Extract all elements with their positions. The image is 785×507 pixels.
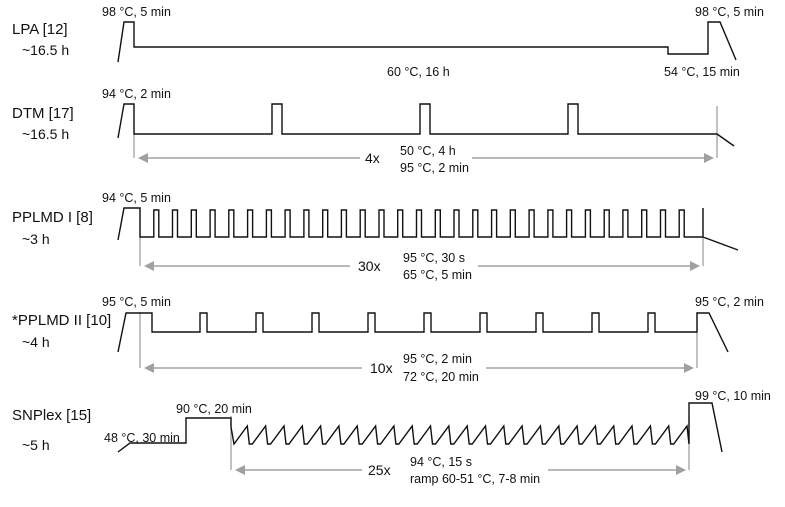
cycle-step-1: 94 °C, 15 s (410, 455, 472, 469)
protocol-pplmd-ii: *PPLMD II [10] ~4 h 95 °C, 5 min 95 °C, … (12, 295, 764, 384)
step-label-denature: 94 °C, 5 min (102, 191, 171, 205)
step-label-final-denature: 98 °C, 5 min (695, 5, 764, 19)
cycle-step-2: ramp 60-51 °C, 7-8 min (410, 472, 540, 486)
step-label-hold: 54 °C, 15 min (664, 65, 740, 79)
cycle-arrowhead-right (676, 465, 686, 475)
step-label-anneal: 48 °C, 30 min (104, 431, 180, 445)
cycle-arrowhead-left (144, 261, 154, 271)
protocol-duration: ~4 h (22, 334, 50, 350)
cycle-step-2: 72 °C, 20 min (403, 370, 479, 384)
step-label-final-denature: 95 °C, 2 min (695, 295, 764, 309)
cycle-arrowhead-right (704, 153, 714, 163)
cycle-arrowhead-left (138, 153, 148, 163)
protocol-name: *PPLMD II [10] (12, 312, 111, 329)
cycle-arrowhead-left (235, 465, 245, 475)
protocol-snplex: SNPlex [15] ~5 h 48 °C, 30 min 90 °C, 20… (12, 389, 771, 486)
cycle-step-2: 65 °C, 5 min (403, 268, 472, 282)
protocol-pplmd-i: PPLMD I [8] ~3 h 94 °C, 5 min 30x 95 °C,… (12, 191, 739, 282)
protocol-duration: ~5 h (22, 437, 50, 453)
step-label-incubate: 60 °C, 16 h (387, 65, 450, 79)
cycle-repeat-count: 30x (358, 258, 381, 274)
cycle-repeat-count: 4x (365, 150, 380, 166)
cycle-step-1: 95 °C, 30 s (403, 251, 465, 265)
step-label-final-denature: 99 °C, 10 min (695, 389, 771, 403)
protocol-duration: ~3 h (22, 231, 50, 247)
temperature-trace (117, 21, 737, 63)
step-label-denature: 94 °C, 2 min (102, 87, 171, 101)
protocol-lpa: LPA [12] ~16.5 h 98 °C, 5 min 60 °C, 16 … (12, 5, 764, 79)
protocol-name: PPLMD I [8] (12, 209, 93, 226)
cycle-repeat-count: 10x (370, 360, 393, 376)
step-label-denature: 90 °C, 20 min (176, 402, 252, 416)
protocol-duration: ~16.5 h (22, 126, 69, 142)
protocol-name: DTM [17] (12, 105, 74, 122)
protocol-dtm: DTM [17] ~16.5 h 94 °C, 2 min 4x 50 °C, … (12, 87, 735, 175)
temperature-trace (117, 103, 735, 147)
cycle-arrowhead-right (684, 363, 694, 373)
protocol-name: SNPlex [15] (12, 407, 91, 424)
protocol-name: LPA [12] (12, 21, 68, 38)
protocol-duration: ~16.5 h (22, 42, 69, 58)
step-label-denature: 98 °C, 5 min (102, 5, 171, 19)
cycle-arrowhead-left (144, 363, 154, 373)
cycle-arrowhead-right (690, 261, 700, 271)
temperature-trace (117, 207, 739, 251)
cycle-step-2: 95 °C, 2 min (400, 161, 469, 175)
cycle-step-1: 95 °C, 2 min (403, 352, 472, 366)
temperature-trace (117, 402, 723, 453)
temperature-trace (117, 312, 729, 353)
cycle-repeat-count: 25x (368, 462, 391, 478)
step-label-denature: 95 °C, 5 min (102, 295, 171, 309)
cycle-step-1: 50 °C, 4 h (400, 144, 456, 158)
